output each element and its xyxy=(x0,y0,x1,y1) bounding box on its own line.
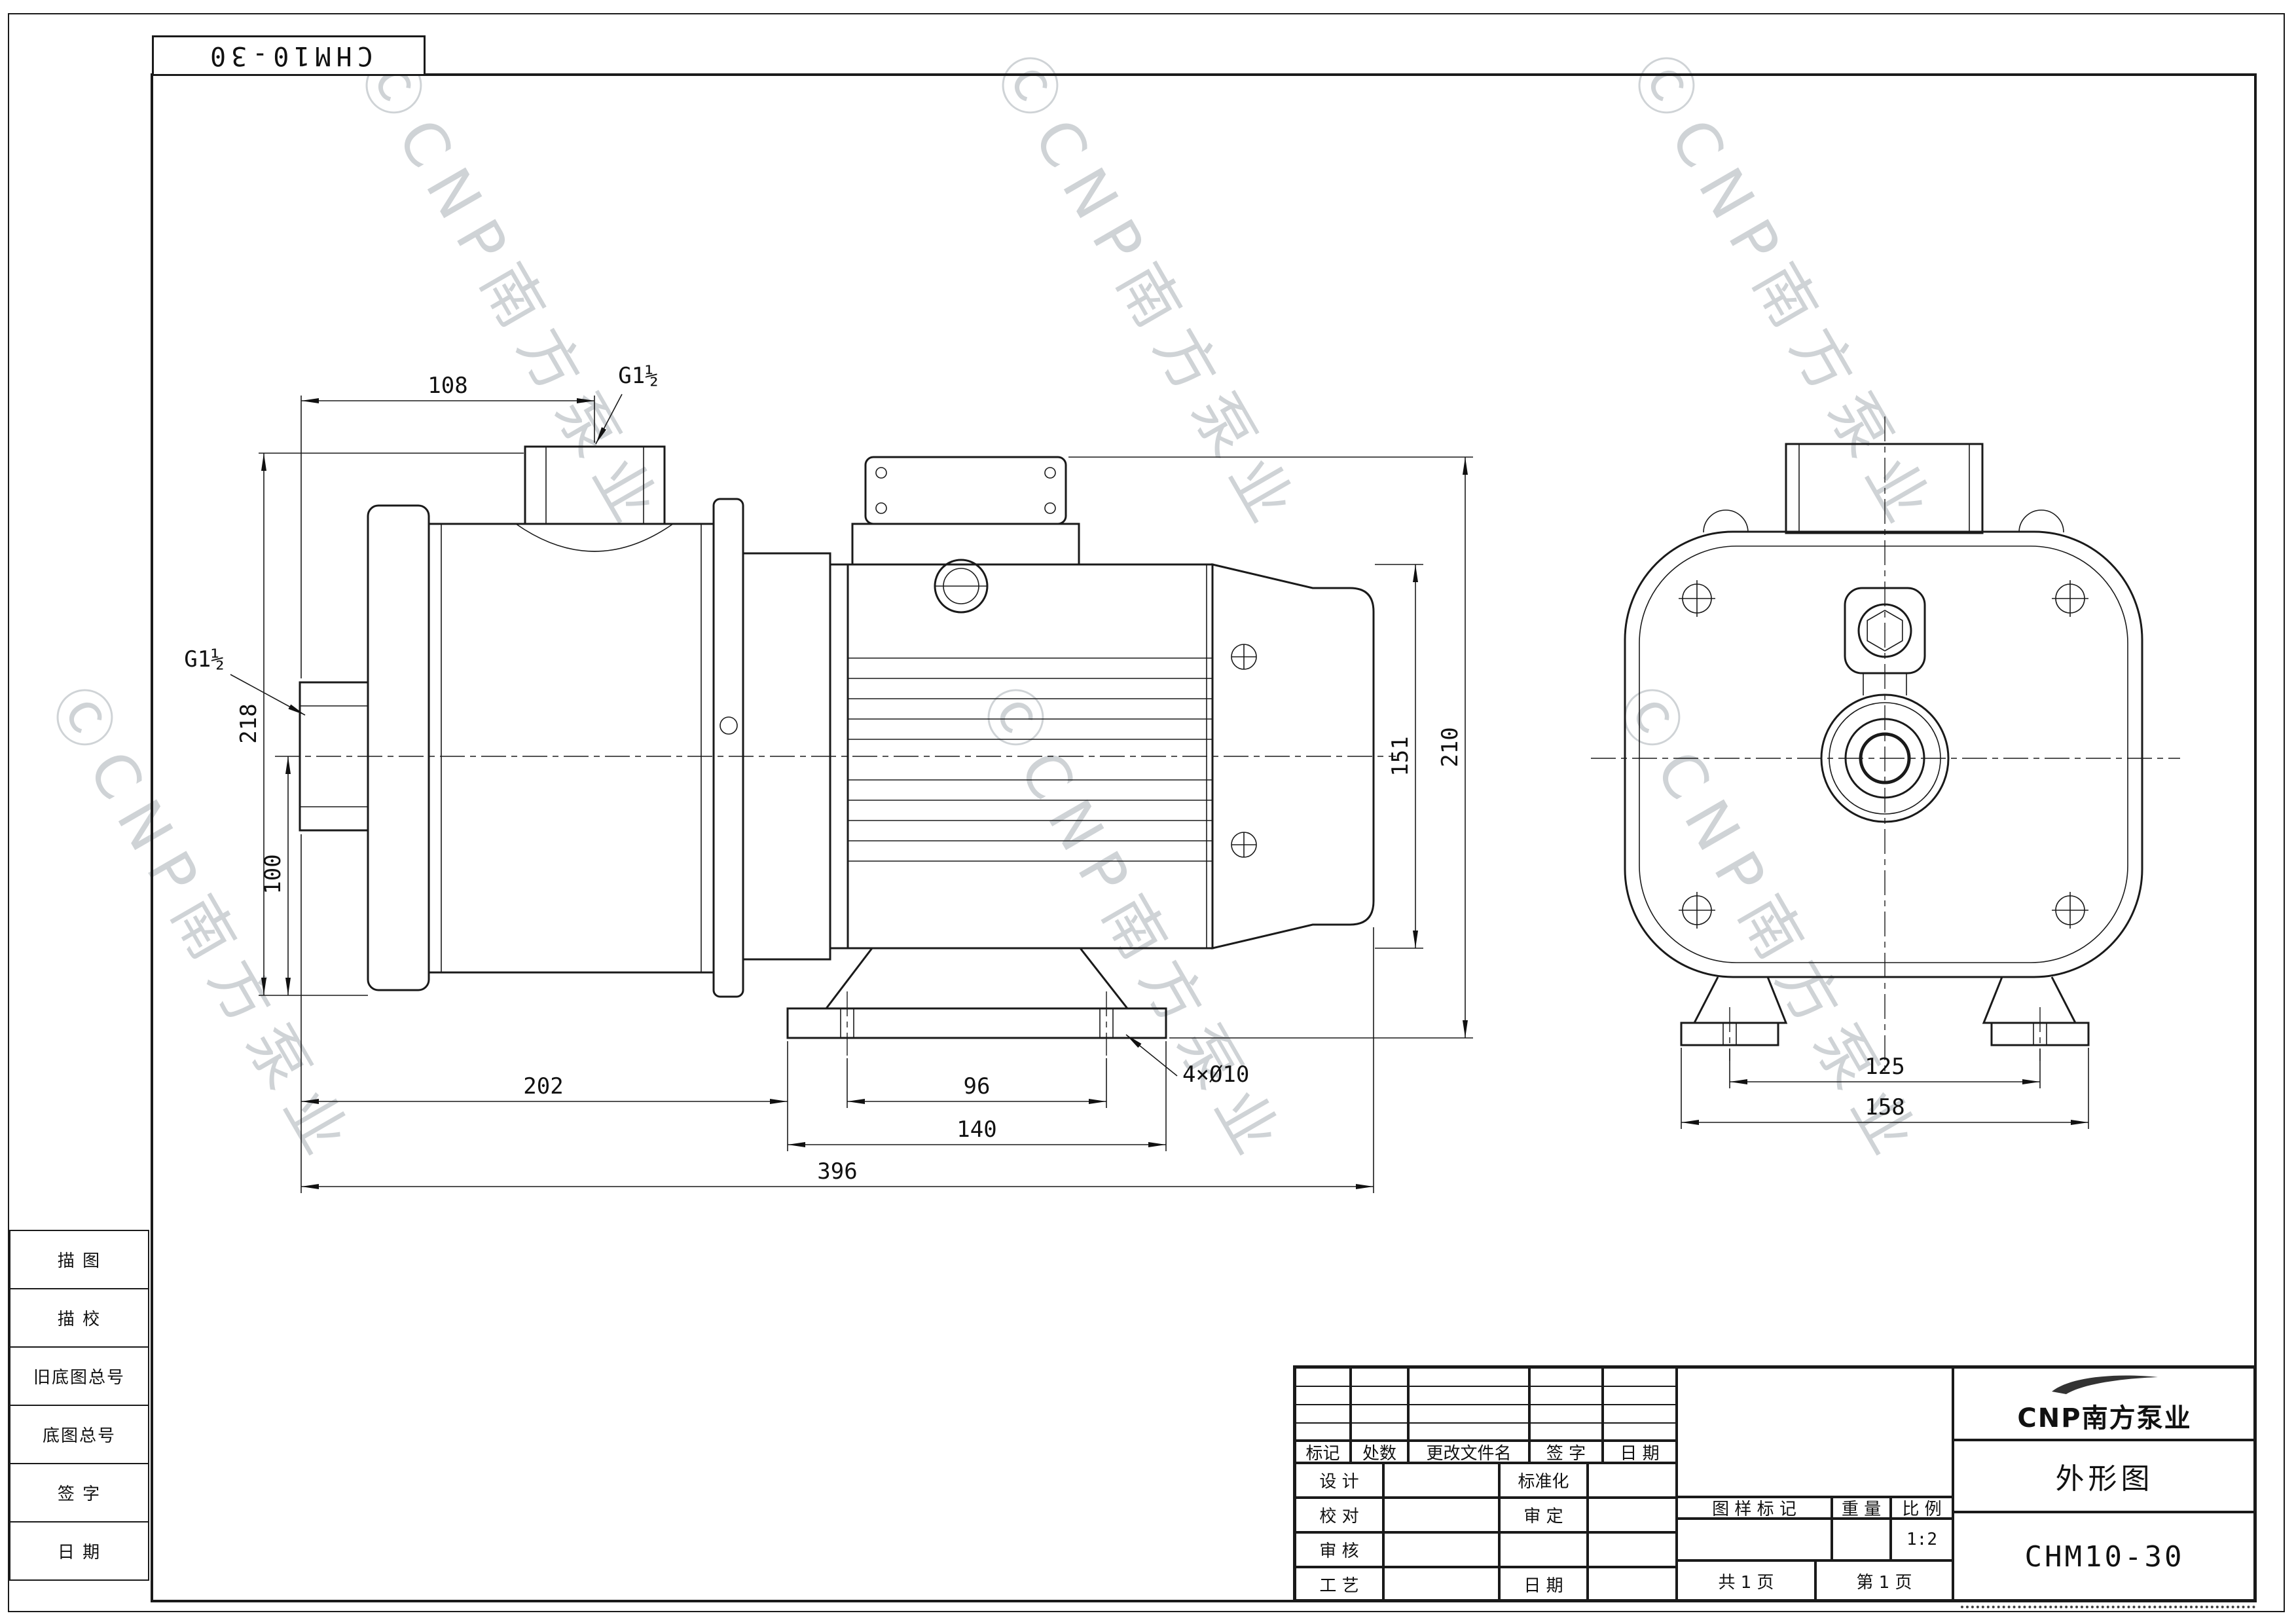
stamp-mark-value xyxy=(1677,1519,1832,1560)
margin-row-old-base-no: 旧底图总号 xyxy=(9,1346,149,1406)
stamp-header-mark: 图 样 标 记 xyxy=(1677,1497,1832,1519)
margin-row-label: 描 校 xyxy=(57,1310,101,1329)
rev-header-file: 更改文件名 xyxy=(1408,1441,1529,1464)
margin-row-base-no: 底图总号 xyxy=(9,1405,149,1464)
dim-100: 100 xyxy=(260,854,286,894)
front-view xyxy=(1591,416,2180,1075)
fan-cover-screws xyxy=(1231,644,1257,858)
sig-review xyxy=(1383,1532,1499,1567)
dim-218: 218 xyxy=(236,703,262,743)
doc-code-box: CHM10-30 xyxy=(152,35,426,76)
margin-row-date: 日 期 xyxy=(9,1521,149,1581)
sig-design xyxy=(1383,1463,1499,1498)
stamp-header-scale: 比 例 xyxy=(1891,1497,1953,1519)
margin-row-label: 日 期 xyxy=(57,1543,101,1562)
page-current: 第 1 页 xyxy=(1815,1560,1953,1602)
margin-row-label: 底图总号 xyxy=(42,1426,116,1446)
dim-396: 396 xyxy=(817,1158,857,1185)
pages-total: 共 1 页 xyxy=(1677,1560,1815,1602)
dim-g-side: G1½ xyxy=(184,646,224,673)
margin-row-signature: 签 字 xyxy=(9,1463,149,1522)
title-block: 标记 处数 更改文件名 签 字 日 期 设 计 标准化 校 对 审 定 审 核 … xyxy=(1293,1365,2256,1602)
rev-header-date: 日 期 xyxy=(1603,1441,1677,1464)
model-number: CHM10-30 xyxy=(1953,1512,2256,1602)
stamp-weight-value xyxy=(1832,1519,1891,1560)
drawing-frame xyxy=(151,73,2257,1602)
page-border xyxy=(8,13,2285,1612)
margin-row-label: 描 图 xyxy=(57,1251,101,1271)
dim-g-top: G1½ xyxy=(618,363,658,389)
label-check: 校 对 xyxy=(1295,1498,1383,1532)
margin-row-label: 旧底图总号 xyxy=(33,1368,125,1388)
stamp-header-weight: 重 量 xyxy=(1832,1497,1891,1519)
sig-check xyxy=(1383,1498,1499,1532)
margin-sign-table: 描 图 描 校 旧底图总号 底图总号 签 字 日 期 xyxy=(9,1230,149,1581)
stamp-empty-area xyxy=(1677,1367,1953,1497)
sig-approve xyxy=(1588,1498,1677,1532)
dim-202: 202 xyxy=(523,1073,563,1099)
label-date: 日 期 xyxy=(1499,1567,1588,1602)
dim-125: 125 xyxy=(1865,1054,1904,1080)
dim-210: 210 xyxy=(1437,727,1463,767)
brand-text: CNP南方泵业 xyxy=(2017,1403,2192,1433)
dim-140: 140 xyxy=(957,1116,996,1143)
perforation-dots xyxy=(1961,1606,2255,1608)
margin-row-label: 签 字 xyxy=(57,1485,101,1504)
corner-screws xyxy=(1679,580,2088,929)
dim-96: 96 xyxy=(964,1073,991,1099)
margin-row-trace-check: 描 校 xyxy=(9,1288,149,1348)
side-view xyxy=(275,445,1396,1056)
rev-header-sign: 签 字 xyxy=(1529,1441,1603,1464)
sig-blank xyxy=(1588,1532,1677,1567)
label-process: 工 艺 xyxy=(1295,1567,1383,1602)
rev-header-mark: 标记 xyxy=(1295,1441,1351,1464)
cnp-logo-icon xyxy=(2051,1375,2158,1394)
revision-row-line xyxy=(1295,1404,1677,1405)
drawing-name: 外形图 xyxy=(1953,1440,2256,1512)
rev-header-count: 处数 xyxy=(1351,1441,1408,1464)
dim-108: 108 xyxy=(428,373,467,399)
dim-151: 151 xyxy=(1387,736,1413,776)
brand-logo-cell: CNP南方泵业 xyxy=(1953,1367,2256,1440)
label-design: 设 计 xyxy=(1295,1463,1383,1498)
label-approve: 审 定 xyxy=(1499,1498,1588,1532)
sig-standardization xyxy=(1588,1463,1677,1498)
label-blank xyxy=(1499,1532,1588,1567)
label-review: 审 核 xyxy=(1295,1532,1383,1567)
doc-code: CHM10-30 xyxy=(204,41,373,71)
revision-row-line xyxy=(1295,1422,1677,1424)
margin-row-trace-drawing: 描 图 xyxy=(9,1230,149,1289)
dim-158: 158 xyxy=(1865,1094,1904,1120)
dim-bolt-note: 4×Ø10 xyxy=(1182,1061,1249,1088)
scale-value: 1:2 xyxy=(1891,1519,1953,1560)
label-standardization: 标准化 xyxy=(1499,1463,1588,1498)
sig-process xyxy=(1383,1567,1499,1602)
revision-row-line xyxy=(1295,1386,1677,1387)
dimensions: 108 G1½ G1½ 218 100 202 96 140 396 4×Ø10… xyxy=(184,363,2089,1193)
sig-date xyxy=(1588,1567,1677,1602)
